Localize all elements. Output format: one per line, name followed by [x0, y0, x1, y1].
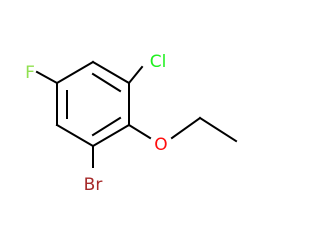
bond-oxygen-ch2 [170, 116, 202, 140]
atom-label-layer: F Cl Br O [25, 52, 168, 195]
atom-label-fluorine: F [25, 63, 35, 83]
ring-bond-c5-c6 [91, 123, 131, 148]
bond-layer [35, 60, 238, 168]
ring-bond-c1-c2-inner [91, 72, 122, 93]
bond-ch2-ch3 [198, 116, 238, 143]
bond-c1-chlorine [127, 65, 144, 85]
ring-bond-c1-c2 [91, 60, 131, 85]
molecule-structure-canvas: F Cl Br O [25, 52, 238, 195]
bond-c3-fluorine [35, 70, 59, 85]
ring-bond-c2-c3 [55, 60, 95, 85]
atom-label-bromine: Br [84, 175, 103, 195]
bond-c6-oxygen [127, 123, 152, 140]
ring-bond-c5-c6-inner [91, 116, 122, 137]
atom-label-chlorine: Cl [150, 52, 167, 72]
atom-label-oxygen: O [154, 135, 167, 155]
ring-bond-c4-c5 [55, 123, 95, 148]
